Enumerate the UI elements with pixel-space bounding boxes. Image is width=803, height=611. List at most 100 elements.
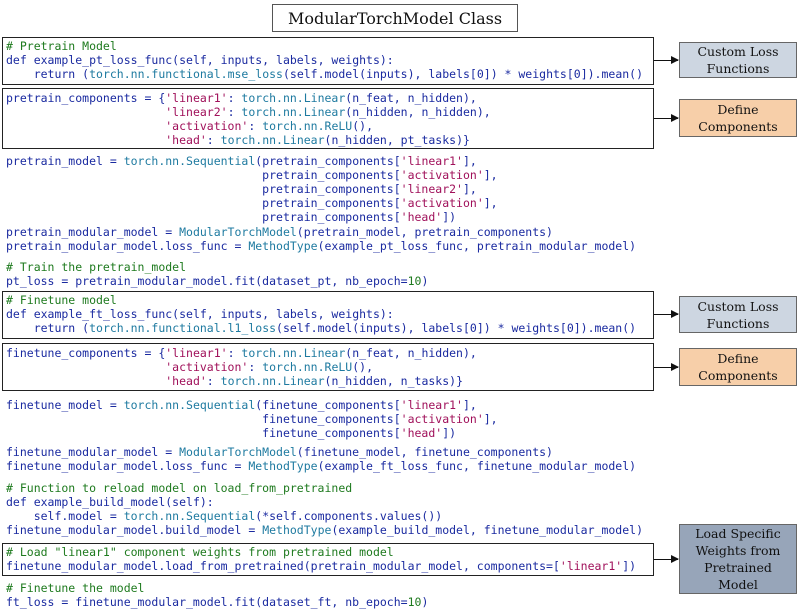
code-line: finetune_modular_model.loss_func = Metho… [6, 459, 636, 474]
code-token: # Function to reload model on load_from_… [6, 481, 353, 495]
code-token: torch.nn.functional.l1_loss [89, 321, 277, 335]
code-line: finetune_components = {'linear1': torch.… [6, 346, 477, 361]
code-token: : [227, 346, 242, 360]
code-token: ], [462, 182, 477, 196]
frame-finetune-loss [2, 291, 654, 339]
code-token: 'head' [165, 133, 207, 147]
code-line: return (torch.nn.functional.mse_loss(sel… [6, 67, 644, 82]
code-token: self.model = [6, 509, 124, 523]
code-token: # Pretrain Model [6, 39, 117, 53]
code-line: pretrain_components['activation'], [6, 168, 498, 183]
code-line: self.model = torch.nn.Sequential(*self.c… [6, 509, 443, 524]
code-token: 'head' [400, 210, 443, 224]
code-token [6, 360, 165, 374]
code-token: example_pt_loss_func(self, inputs, label… [33, 53, 394, 67]
code-token: ModularTorchModel [179, 445, 297, 459]
code-token: MethodType [262, 523, 332, 537]
code-token: torch.nn.Linear [241, 91, 346, 105]
code-line: pretrain_components['activation'], [6, 196, 497, 211]
code-token: pretrain_modular_model.loss_func = [6, 239, 249, 253]
code-token: 'head' [400, 426, 443, 440]
code-token: 10 [407, 595, 422, 609]
code-line: # Train the pretrain_model [6, 260, 187, 275]
code-token: pretrain_model = [6, 154, 124, 168]
code-token: (), [352, 119, 373, 133]
code-token: return [6, 321, 83, 335]
code-line: pretrain_modular_model.loss_func = Metho… [6, 239, 637, 254]
code-token: example_ft_loss_func(self, inputs, label… [33, 307, 394, 321]
code-token: finetune_modular_model.build_model = [6, 523, 263, 537]
code-token: : [248, 119, 263, 133]
code-token: (n_feat, n_hidden), [345, 346, 477, 360]
code-line: # Load "linear1" component weights from … [6, 545, 394, 560]
code-token: torch.nn.Sequential [123, 154, 256, 168]
arrow-load-weights [654, 555, 679, 563]
code-token: 'linear1' [165, 346, 228, 360]
code-token: finetune_modular_model = [6, 445, 180, 459]
code-token [6, 133, 165, 147]
code-token: pretrain_components[ [6, 168, 401, 182]
code-token: torch.nn.ReLU [262, 360, 353, 374]
code-token: ) [421, 274, 429, 288]
code-line: pretrain_model = torch.nn.Sequential(pre… [6, 154, 477, 169]
code-token: def [6, 53, 34, 67]
arrow-define-components-1 [654, 114, 679, 122]
code-token: MethodType [248, 239, 318, 253]
code-line: pretrain_components = {'linear1': torch.… [6, 91, 477, 106]
code-token: (pretrain_components[ [255, 154, 401, 168]
code-line: 'activation': torch.nn.ReLU(), [6, 360, 373, 375]
code-token: ( [82, 321, 90, 335]
code-token: (self.model(inputs), labels[0]) * weight… [282, 67, 644, 81]
code-token: torch.nn.functional.mse_loss [89, 67, 283, 81]
code-token: finetune_components = { [6, 346, 166, 360]
code-token: 'activation' [400, 412, 484, 426]
code-line: pretrain_components['head']) [6, 210, 457, 225]
code-token: finetune_model = [6, 398, 124, 412]
code-line: pretrain_components['linear2'], [6, 182, 477, 197]
code-token: 'activation' [165, 119, 249, 133]
code-token: (example_pt_loss_func, pretrain_modular_… [317, 239, 637, 253]
code-token: : [206, 374, 221, 388]
code-token: (*self.components.values()) [255, 509, 443, 523]
code-token: pretrain_modular_model = [6, 225, 180, 239]
code-token: (n_feat, n_hidden), [345, 91, 477, 105]
frame-pretrain-loss [2, 37, 654, 85]
code-token: (example_build_model, finetune_modular_m… [331, 523, 643, 537]
code-token: 'head' [165, 374, 207, 388]
frame-pretrain-components [2, 88, 654, 149]
code-token: return [6, 67, 83, 81]
code-token: ], [462, 398, 477, 412]
code-token: finetune_components[ [6, 426, 401, 440]
code-token: ( [82, 67, 90, 81]
code-line: def example_ft_loss_func(self, inputs, l… [6, 307, 394, 322]
code-line: finetune_model = torch.nn.Sequential(fin… [6, 398, 477, 413]
code-token: (finetune_components[ [255, 398, 401, 412]
code-token: ]) [442, 210, 457, 224]
code-token: torch.nn.Sequential [123, 509, 256, 523]
code-line: def example_pt_loss_func(self, inputs, l… [6, 53, 394, 68]
code-token: torch.nn.ReLU [262, 119, 353, 133]
code-token: : [206, 133, 221, 147]
code-token: 'activation' [400, 196, 484, 210]
code-token: (self.model(inputs), labels[0]) * weight… [276, 321, 637, 335]
code-token: pretrain_components[ [6, 182, 401, 196]
code-token: 'linear2' [165, 105, 228, 119]
code-token: : [227, 105, 242, 119]
code-token: ) [421, 595, 429, 609]
code-line: def example_build_model(self): [6, 495, 214, 510]
code-token [6, 105, 165, 119]
frame-load-pretrained [2, 543, 654, 576]
code-token [6, 119, 165, 133]
code-token: ], [483, 168, 498, 182]
code-token: 'linear1' [400, 398, 463, 412]
code-token: torch.nn.Linear [220, 133, 325, 147]
code-token: pretrain_components = { [6, 91, 166, 105]
code-token: pt_loss = pretrain_modular_model.fit(dat… [6, 274, 408, 288]
code-token: # Train the pretrain_model [6, 260, 187, 274]
code-token: torch.nn.Linear [220, 374, 325, 388]
code-token: torch.nn.Linear [241, 346, 346, 360]
code-token: torch.nn.Sequential [123, 398, 256, 412]
code-token: pretrain_components[ [6, 210, 401, 224]
